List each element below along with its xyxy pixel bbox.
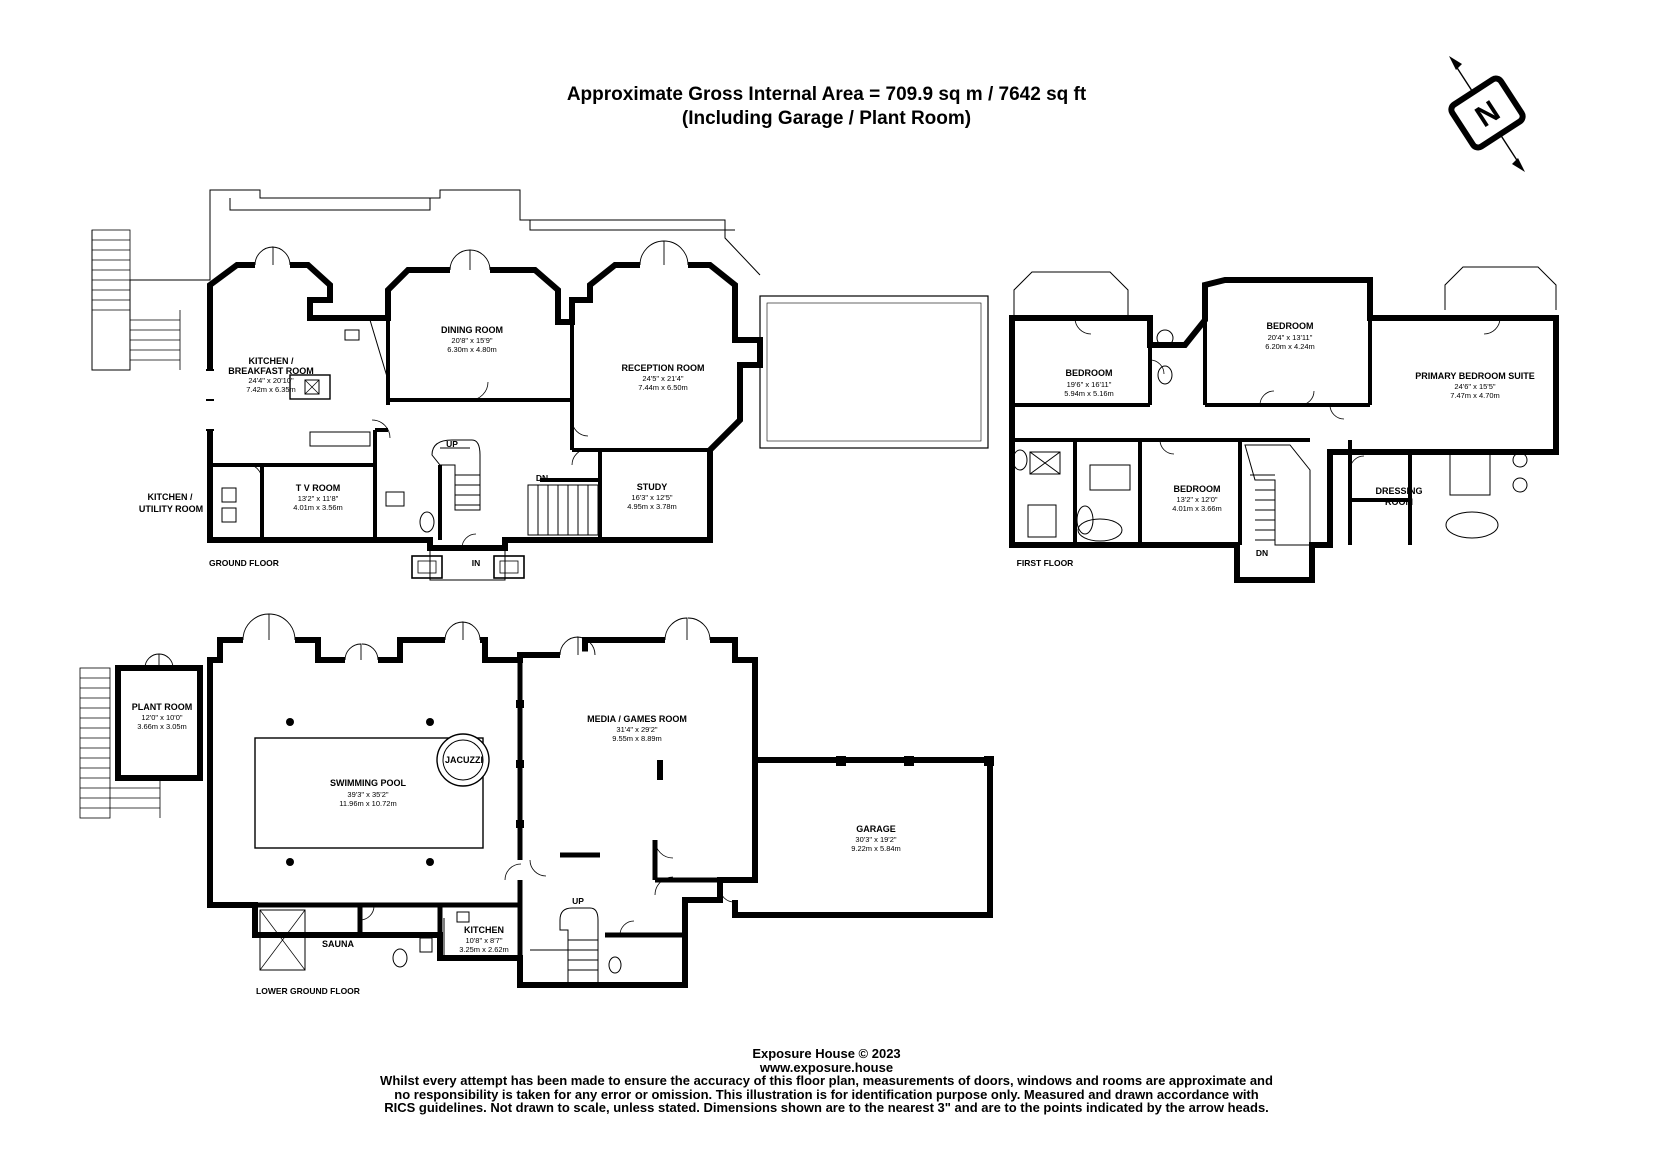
room-dim-metric-garage: 9.22m x 5.84m	[851, 844, 901, 853]
room-dim-imperial-kitchen-breakfast: 24'4" x 20'10"	[248, 376, 294, 385]
room-name-tv: T V ROOM	[296, 483, 341, 493]
room-dim-imperial-pool: 39'3" x 35'2"	[347, 790, 388, 799]
room-dim-metric-kitchen-lower: 3.25m x 2.62m	[459, 945, 509, 954]
disclaimer-line-1: Whilst every attempt has been made to en…	[380, 1073, 1273, 1089]
room-name-dressing-2: ROOM	[1385, 497, 1413, 507]
stair-label-gf-dn: DN	[536, 473, 548, 483]
compass-icon: N	[1448, 56, 1526, 172]
room-dim-imperial-bedroom-b: 20'4" x 13'11"	[1268, 333, 1313, 342]
room-dim-metric-bedroom-b: 6.20m x 4.24m	[1265, 342, 1315, 351]
room-name-primary-suite: PRIMARY BEDROOM SUITE	[1415, 371, 1535, 381]
room-name-kitchen-lower: KITCHEN	[464, 925, 504, 935]
ground-floor-plan	[91, 189, 989, 581]
room-dim-metric-tv: 4.01m x 3.56m	[293, 503, 343, 512]
entrance-label: IN	[472, 558, 481, 568]
disclaimer-line-2: no responsibility is taken for any error…	[394, 1086, 1259, 1102]
copyright-text: Exposure House © 2023	[752, 1046, 901, 1061]
room-dim-metric-plant: 3.66m x 3.05m	[137, 722, 187, 731]
room-dim-imperial-reception: 24'5" x 21'4"	[642, 374, 683, 383]
room-name-bedroom-b: BEDROOM	[1267, 321, 1314, 331]
room-dim-imperial-tv: 13'2" x 11'8"	[298, 494, 339, 503]
room-name-kitchen-utility-1: KITCHEN /	[148, 492, 193, 502]
room-name-jacuzzi: JACUZZI	[445, 755, 483, 765]
room-dim-metric-reception: 7.44m x 6.50m	[638, 383, 688, 392]
room-name-garage: GARAGE	[856, 824, 896, 834]
room-dim-imperial-study: 16'3" x 12'5"	[631, 493, 672, 502]
website-link[interactable]: www.exposure.house	[759, 1059, 894, 1075]
room-dim-imperial-garage: 30'3" x 19'2"	[855, 835, 896, 844]
lower-ground-floor-plan	[79, 613, 994, 988]
room-name-bedroom-a: BEDROOM	[1066, 368, 1113, 378]
room-dim-imperial-plant: 12'0" x 10'0"	[141, 713, 182, 722]
room-name-plant: PLANT ROOM	[132, 702, 193, 712]
room-name-kitchen-breakfast-1: KITCHEN /	[249, 356, 294, 366]
room-dim-metric-kitchen-breakfast: 7.42m x 6.35m	[246, 385, 296, 394]
room-dim-metric-dining: 6.30m x 4.80m	[447, 345, 497, 354]
room-dim-imperial-media: 31'4" x 29'2"	[616, 725, 657, 734]
room-name-dressing-1: DRESSING	[1375, 486, 1422, 496]
disclaimer-line-3: RICS guidelines. Not drawn to scale, unl…	[384, 1100, 1269, 1116]
stair-label-lg-up: UP	[572, 896, 584, 906]
area-title: Approximate Gross Internal Area = 709.9 …	[566, 84, 1087, 105]
first-floor-plan	[1009, 266, 1559, 583]
room-name-media: MEDIA / GAMES ROOM	[587, 714, 687, 724]
room-name-bedroom-c: BEDROOM	[1174, 484, 1221, 494]
room-name-sauna: SAUNA	[322, 939, 355, 949]
floor-label-ground: GROUND FLOOR	[209, 558, 279, 568]
stair-label-ff-dn: DN	[1256, 548, 1268, 558]
room-name-kitchen-breakfast-2: BREAKFAST ROOM	[228, 366, 314, 376]
room-name-study: STUDY	[637, 482, 668, 492]
floor-label-lower-ground: LOWER GROUND FLOOR	[256, 986, 360, 996]
stair-label-gf-up: UP	[446, 439, 458, 449]
room-dim-imperial-dining: 20'8" x 15'9"	[451, 336, 492, 345]
room-dim-imperial-primary-suite: 24'6" x 15'5"	[1454, 382, 1495, 391]
room-name-kitchen-utility-2: UTILITY ROOM	[139, 504, 203, 514]
room-name-pool: SWIMMING POOL	[330, 778, 406, 788]
floor-label-first: FIRST FLOOR	[1017, 558, 1074, 568]
room-dim-metric-study: 4.95m x 3.78m	[627, 502, 677, 511]
room-dim-metric-bedroom-a: 5.94m x 5.16m	[1064, 389, 1114, 398]
room-name-dining: DINING ROOM	[441, 325, 503, 335]
room-dim-metric-primary-suite: 7.47m x 4.70m	[1450, 391, 1500, 400]
room-dim-metric-bedroom-c: 4.01m x 3.66m	[1172, 504, 1222, 513]
room-dim-imperial-bedroom-a: 19'6" x 16'11"	[1067, 380, 1112, 389]
room-dim-imperial-kitchen-lower: 10'8" x 8'7"	[466, 936, 503, 945]
room-dim-imperial-bedroom-c: 13'2" x 12'0"	[1176, 495, 1217, 504]
room-dim-metric-media: 9.55m x 8.89m	[612, 734, 662, 743]
room-dim-metric-pool: 11.96m x 10.72m	[339, 799, 396, 808]
room-name-reception: RECEPTION ROOM	[621, 363, 704, 373]
disclaimer-footer: Exposure House © 2023 www.exposure.house…	[0, 1047, 1653, 1115]
area-subtitle: (Including Garage / Plant Room)	[681, 108, 972, 129]
